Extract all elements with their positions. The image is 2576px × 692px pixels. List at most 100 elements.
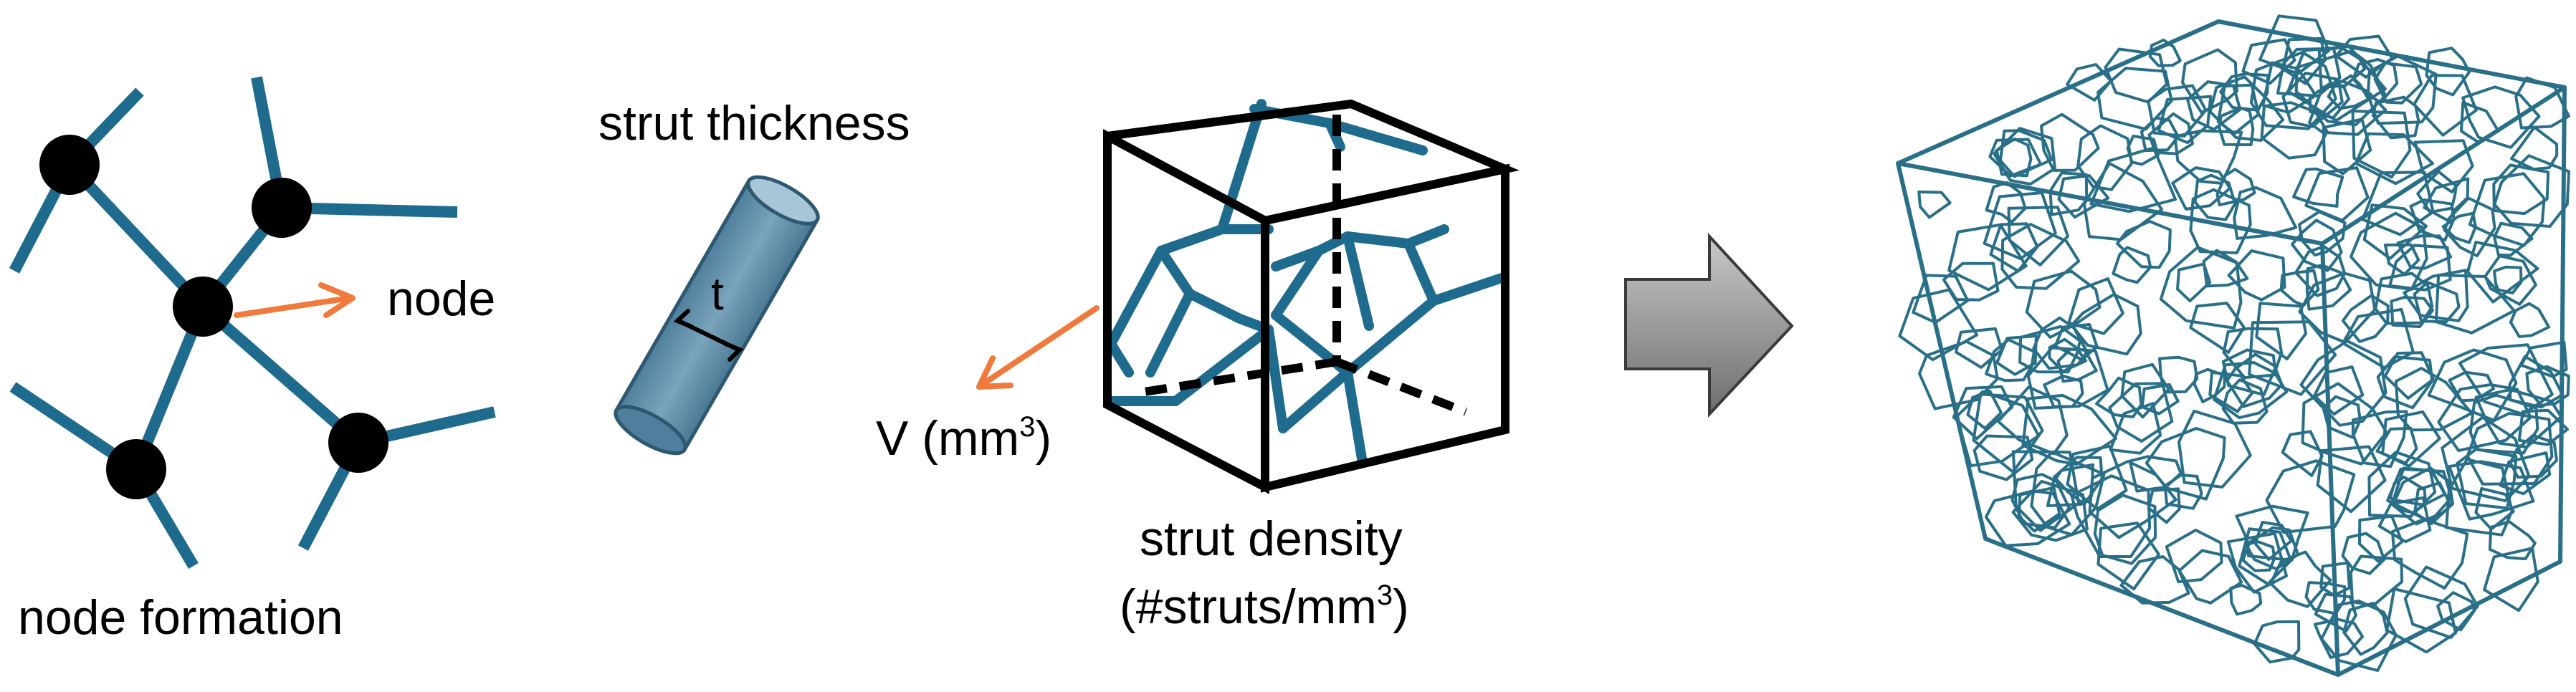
- lattice-cell: [2104, 47, 2168, 104]
- lattice-cell: [1984, 489, 2071, 547]
- lattice-cell: [2193, 173, 2237, 221]
- volume-pointer-arrow: [976, 305, 1099, 390]
- strut-density-unit: (#struts/mm3): [1120, 580, 1409, 634]
- lattice-cell: [2304, 166, 2370, 222]
- lattice-cell: [2488, 520, 2537, 561]
- lattice-cell: [1966, 389, 2003, 430]
- lattice-cell: [2119, 555, 2190, 605]
- lattice-cell: [2248, 320, 2337, 396]
- lattice-cell: [2355, 132, 2434, 186]
- node-pointer-arrow: [234, 282, 356, 318]
- lattice-cell: [1995, 137, 2033, 178]
- lattice-cell: [2390, 296, 2434, 329]
- lattice-cell: [1955, 390, 2041, 468]
- lattice-cell: [1912, 274, 1970, 325]
- lattice-cell: [2171, 166, 2232, 211]
- lattice-cell: [2316, 445, 2387, 514]
- lattice-cell: [2484, 254, 2537, 306]
- lattice-cell: [1985, 181, 2027, 224]
- lattice-cell: [2396, 234, 2453, 270]
- lattice-cell: [2514, 76, 2570, 130]
- lattice-cell: [1993, 127, 2056, 186]
- lattice-cell: [2468, 172, 2546, 247]
- lattice-cell: [2147, 112, 2194, 155]
- lattice-cell: [2436, 591, 2476, 632]
- lattice-cell: [2258, 14, 2330, 75]
- lattice-cell: [2392, 466, 2447, 506]
- lattice-cell: [2508, 355, 2565, 409]
- lattice-cell: [2281, 430, 2324, 477]
- lattice-cell: [2376, 355, 2434, 410]
- lattice-cell: [2385, 587, 2457, 654]
- lattice-cell: [2048, 171, 2089, 216]
- cube-inner-struts: [1106, 99, 1507, 463]
- node-dot: [106, 439, 166, 499]
- lattice-cell: [2403, 269, 2469, 322]
- lattice-cell: [2301, 382, 2388, 466]
- strut-thickness-panel: strut thickness t: [598, 96, 910, 456]
- lattice-cell: [1996, 385, 2069, 456]
- lattice-cell: [1989, 222, 2039, 273]
- lattice-cell: [2147, 487, 2181, 524]
- lattice-cell: [2351, 410, 2408, 468]
- lattice-cell: [2070, 474, 2152, 558]
- lattice-cell: [1972, 393, 2044, 474]
- voronoi-lattice-cube: [1896, 14, 2571, 677]
- lattice-cell: [2140, 383, 2180, 415]
- lattice-cell: [2096, 67, 2173, 131]
- lattice-cell: [2226, 352, 2284, 408]
- lattice-cell: [2349, 554, 2404, 607]
- lattice-cell: [2341, 294, 2390, 343]
- lattice-cell: [2456, 448, 2518, 510]
- lattice-cell: [2509, 302, 2551, 338]
- lattice-cell: [2226, 532, 2288, 594]
- lattice-cell: [2120, 362, 2170, 419]
- lattice-cell: [2165, 529, 2223, 584]
- lattice-cell: [2460, 101, 2500, 144]
- cube-hidden-edges: [1139, 115, 1468, 416]
- strut-cylinder: [614, 175, 820, 456]
- lattice-cell: [2304, 581, 2347, 615]
- nodes: [39, 135, 388, 499]
- lattice-cell: [2235, 504, 2309, 562]
- lattice-cell: [2109, 402, 2162, 455]
- lattice-cell: [2213, 361, 2289, 420]
- lattice-cell: [2366, 54, 2438, 125]
- lattice-cell: [2291, 218, 2343, 272]
- lattice-cell: [2261, 61, 2317, 114]
- lattice-cell: [2000, 223, 2081, 290]
- lattice-cell: [2352, 58, 2399, 104]
- lattice-cell: [1955, 327, 2003, 369]
- lattice-cell: [2088, 460, 2177, 539]
- lattice-cell: [2388, 244, 2452, 292]
- lattice-cell: [2238, 527, 2293, 586]
- lattice-cell: [2493, 265, 2523, 294]
- lattice-cell: [2391, 466, 2455, 526]
- lattice-cell: [2076, 124, 2133, 191]
- lattice-cell: [2222, 327, 2284, 380]
- lattice-cell: [2116, 220, 2172, 269]
- lattice-cell: [2233, 186, 2298, 240]
- lattice-cell: [2070, 293, 2142, 356]
- lattice-cell: [2208, 370, 2254, 413]
- lattice-cell: [2176, 262, 2212, 303]
- lattice-cell: [2466, 412, 2554, 486]
- lattice-cell: [2298, 271, 2377, 344]
- node-formation-label: node formation: [18, 590, 343, 645]
- node-label: node: [387, 271, 495, 326]
- lattice-cell: [2046, 463, 2094, 507]
- lattice-cell: [1917, 190, 1952, 219]
- thickness-symbol: t: [711, 268, 724, 319]
- lattice-cell: [2510, 125, 2559, 171]
- lattice-cell: [2341, 532, 2386, 575]
- strut-density-label: strut density: [1140, 511, 1403, 566]
- lattice-cell: [2269, 550, 2332, 608]
- right-arrow-icon: [1624, 232, 1794, 418]
- lattice-cell: [2441, 415, 2531, 503]
- lattice-cell: [2320, 599, 2398, 672]
- lattice-cell: [2040, 112, 2100, 172]
- lattice-cell: [2313, 365, 2365, 416]
- lattice-cell: [2319, 561, 2351, 597]
